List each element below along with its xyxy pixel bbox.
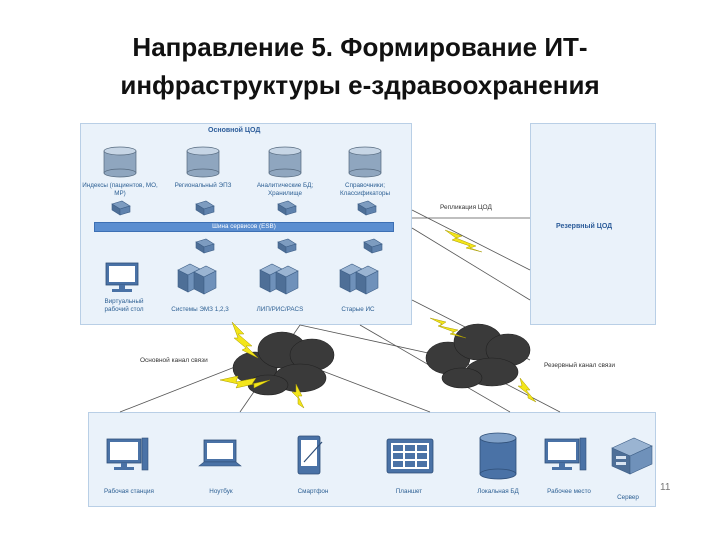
laptop-icon	[198, 439, 242, 467]
local-database-icon	[479, 432, 517, 480]
system-label: ЛИП/РИС/PACS	[256, 306, 304, 313]
adapter-icon	[277, 200, 297, 216]
endpoint-label: Сервер	[617, 494, 639, 501]
adapter-icon	[195, 238, 215, 254]
endpoint-label: Планшет	[395, 488, 423, 495]
database-icon	[103, 146, 137, 178]
database-label: Справочники; Классификаторы	[340, 182, 390, 197]
adapter-icon	[363, 238, 383, 254]
tablet-icon	[386, 438, 434, 474]
endpoint-label: Ноутбук	[209, 488, 233, 495]
system-label: Виртуальный рабочий стол	[104, 298, 144, 313]
slide-title: Направление 5. Формирование ИТ-инфрастру…	[120, 32, 600, 100]
database-label: Региональный ЭПЗ	[174, 182, 232, 189]
adapter-icon	[277, 238, 297, 254]
adapter-icon	[357, 200, 377, 216]
esb-bar: Шина сервисов (ESB)	[94, 222, 394, 232]
primary-channel-label: Основной канал связи	[140, 357, 208, 364]
monitor-icon	[105, 262, 139, 292]
adapter-icon	[195, 200, 215, 216]
main-dc-title: Основной ЦОД	[208, 127, 261, 134]
system-label: Старые ИС	[341, 306, 375, 313]
server-icon	[611, 437, 653, 475]
database-icon	[186, 146, 220, 178]
endpoint-label: Смартфон	[297, 488, 329, 495]
backup-dc-panel	[530, 123, 656, 325]
adapter-icon	[111, 200, 131, 216]
endpoint-label: Рабочая станция	[104, 488, 154, 495]
backup-channel-label: Резервный канал связи	[544, 362, 615, 369]
workstation-icon	[106, 437, 149, 471]
database-label: Аналитические БД; Хранилище	[256, 182, 314, 197]
workplace-icon	[544, 437, 587, 471]
system-label: Системы ЭМЗ 1,2,3	[171, 306, 229, 313]
endpoint-label: Рабочее место	[547, 488, 591, 495]
server-cluster-icon	[259, 263, 299, 295]
database-label: Индексы (пациентов, МО, МР)	[82, 182, 158, 197]
cloud-icon	[232, 331, 335, 396]
database-icon	[268, 146, 302, 178]
page-number: 11	[660, 482, 671, 493]
server-cluster-icon	[177, 263, 217, 295]
server-cluster-icon	[339, 263, 379, 295]
cloud-icon	[425, 323, 531, 389]
database-icon	[348, 146, 382, 178]
lightning-icon	[219, 229, 537, 409]
smartphone-icon	[297, 435, 323, 475]
endpoint-label: Локальная БД	[477, 488, 519, 495]
backup-dc-title: Резервный ЦОД	[556, 223, 613, 230]
replication-label: Репликация ЦОД	[440, 204, 492, 211]
